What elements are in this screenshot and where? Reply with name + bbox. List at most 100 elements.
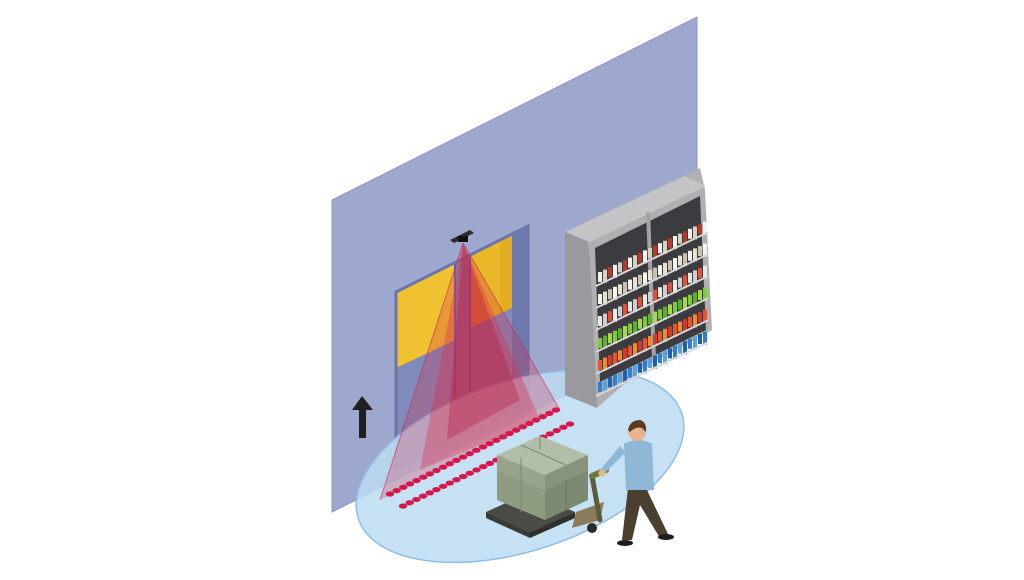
- shelf-product: [663, 350, 667, 364]
- light-curtain-dot: [472, 467, 481, 473]
- shelf-product: [603, 357, 607, 371]
- shelf-product: [703, 331, 707, 345]
- shelf-product: [623, 304, 627, 317]
- display-shelf: [565, 168, 712, 408]
- shelf-product: [678, 277, 682, 288]
- shelf-product: [638, 362, 642, 373]
- shelf-product: [668, 282, 672, 293]
- light-curtain-dot: [538, 414, 547, 420]
- shelf-product: [603, 291, 607, 305]
- light-curtain-dot: [425, 490, 434, 496]
- shelf-product: [658, 331, 662, 342]
- shelf-product: [673, 324, 677, 337]
- door-sensor: [450, 230, 474, 243]
- shelf-product: [638, 274, 642, 285]
- shelf-product: [678, 299, 682, 310]
- shelf-product: [703, 243, 707, 257]
- shelf-product: [678, 255, 682, 266]
- stacked-boxes: [497, 436, 588, 520]
- light-curtain-dot: [385, 491, 395, 497]
- shelf-product: [598, 294, 602, 304]
- shelf-product: [698, 246, 702, 256]
- shelf-product: [653, 355, 657, 369]
- shelf-product: [618, 306, 622, 317]
- shelf-product: [598, 272, 602, 282]
- light-curtain-dot: [559, 424, 568, 430]
- shelf-product: [668, 326, 672, 337]
- shelf-product: [603, 335, 607, 349]
- shelf-product: [698, 224, 702, 234]
- shelf-product: [608, 311, 612, 322]
- light-curtain-dot: [405, 481, 415, 487]
- shelf-product: [673, 258, 677, 271]
- light-curtain-dot: [398, 503, 408, 509]
- shelf-product: [683, 275, 687, 289]
- shelf-product: [648, 270, 652, 280]
- light-curtain-dot: [392, 488, 401, 494]
- shelf-product: [698, 290, 702, 300]
- shelf-product: [668, 260, 672, 271]
- light-curtain-dot: [445, 480, 454, 486]
- shelf-product: [658, 243, 662, 254]
- shelf-product: [693, 336, 697, 350]
- light-curtain-dot: [405, 500, 414, 506]
- light-curtain-dot: [485, 441, 494, 447]
- door-panel-left: [396, 262, 455, 368]
- shelf-top: [565, 176, 706, 242]
- shelf-product: [648, 358, 652, 368]
- shelf-product: [618, 372, 622, 383]
- shelf-product: [663, 306, 667, 320]
- light-curtain-dot: [458, 473, 468, 480]
- shelf-product: [658, 287, 662, 298]
- light-curtain-dot: [418, 493, 428, 499]
- light-curtain-dot: [545, 410, 554, 416]
- shelf-product: [693, 248, 697, 262]
- shelf-product: [598, 382, 602, 392]
- shelf-product: [628, 279, 632, 290]
- shelf-product: [608, 289, 612, 300]
- shelf-product: [613, 374, 617, 388]
- light-curtain-dot: [419, 474, 428, 480]
- light-curtain-dot: [511, 427, 521, 433]
- shelf-product: [683, 319, 687, 333]
- shelf-product: [663, 328, 667, 342]
- direction-arrow-icon: [352, 396, 373, 438]
- shelf-product: [698, 312, 702, 322]
- shelf-product: [643, 272, 647, 286]
- shelf-product: [618, 262, 622, 273]
- light-curtain-dot: [425, 471, 435, 477]
- shelf-product: [693, 292, 697, 306]
- shelf-product: [668, 304, 672, 315]
- light-curtain-dot: [465, 451, 474, 457]
- shelf-product: [648, 314, 652, 324]
- shelf-product: [658, 353, 662, 364]
- shelf-product: [703, 265, 707, 279]
- light-curtain-dot: [465, 470, 474, 476]
- light-curtain-dot: [552, 427, 561, 434]
- shelf-product: [623, 260, 627, 273]
- shelf-product: [703, 309, 707, 323]
- shelf-product: [618, 284, 622, 295]
- light-curtain-dot: [492, 437, 501, 443]
- light-curtain-dot: [438, 483, 448, 489]
- shelf-product: [683, 253, 687, 267]
- light-curtain-dot: [472, 447, 481, 453]
- shelf-product: [703, 287, 707, 301]
- shelf-product: [683, 297, 687, 311]
- shelf-product: [608, 355, 612, 366]
- shelf-product: [598, 338, 602, 348]
- shelf-product: [653, 267, 657, 281]
- shelf-product: [703, 221, 707, 235]
- shelf-product: [638, 318, 642, 329]
- shelf-product: [683, 231, 687, 245]
- shelf-product: [638, 252, 642, 263]
- shelf-product: [608, 267, 612, 278]
- light-curtain-dot: [452, 457, 461, 463]
- shelf-product: [693, 270, 697, 284]
- shelf-product: [683, 341, 687, 355]
- shelf-product: [633, 277, 637, 291]
- light-curtain-dot: [485, 460, 495, 466]
- shelf-product: [673, 346, 677, 359]
- light-curtain-dot: [478, 444, 488, 450]
- shelf-product: [638, 340, 642, 351]
